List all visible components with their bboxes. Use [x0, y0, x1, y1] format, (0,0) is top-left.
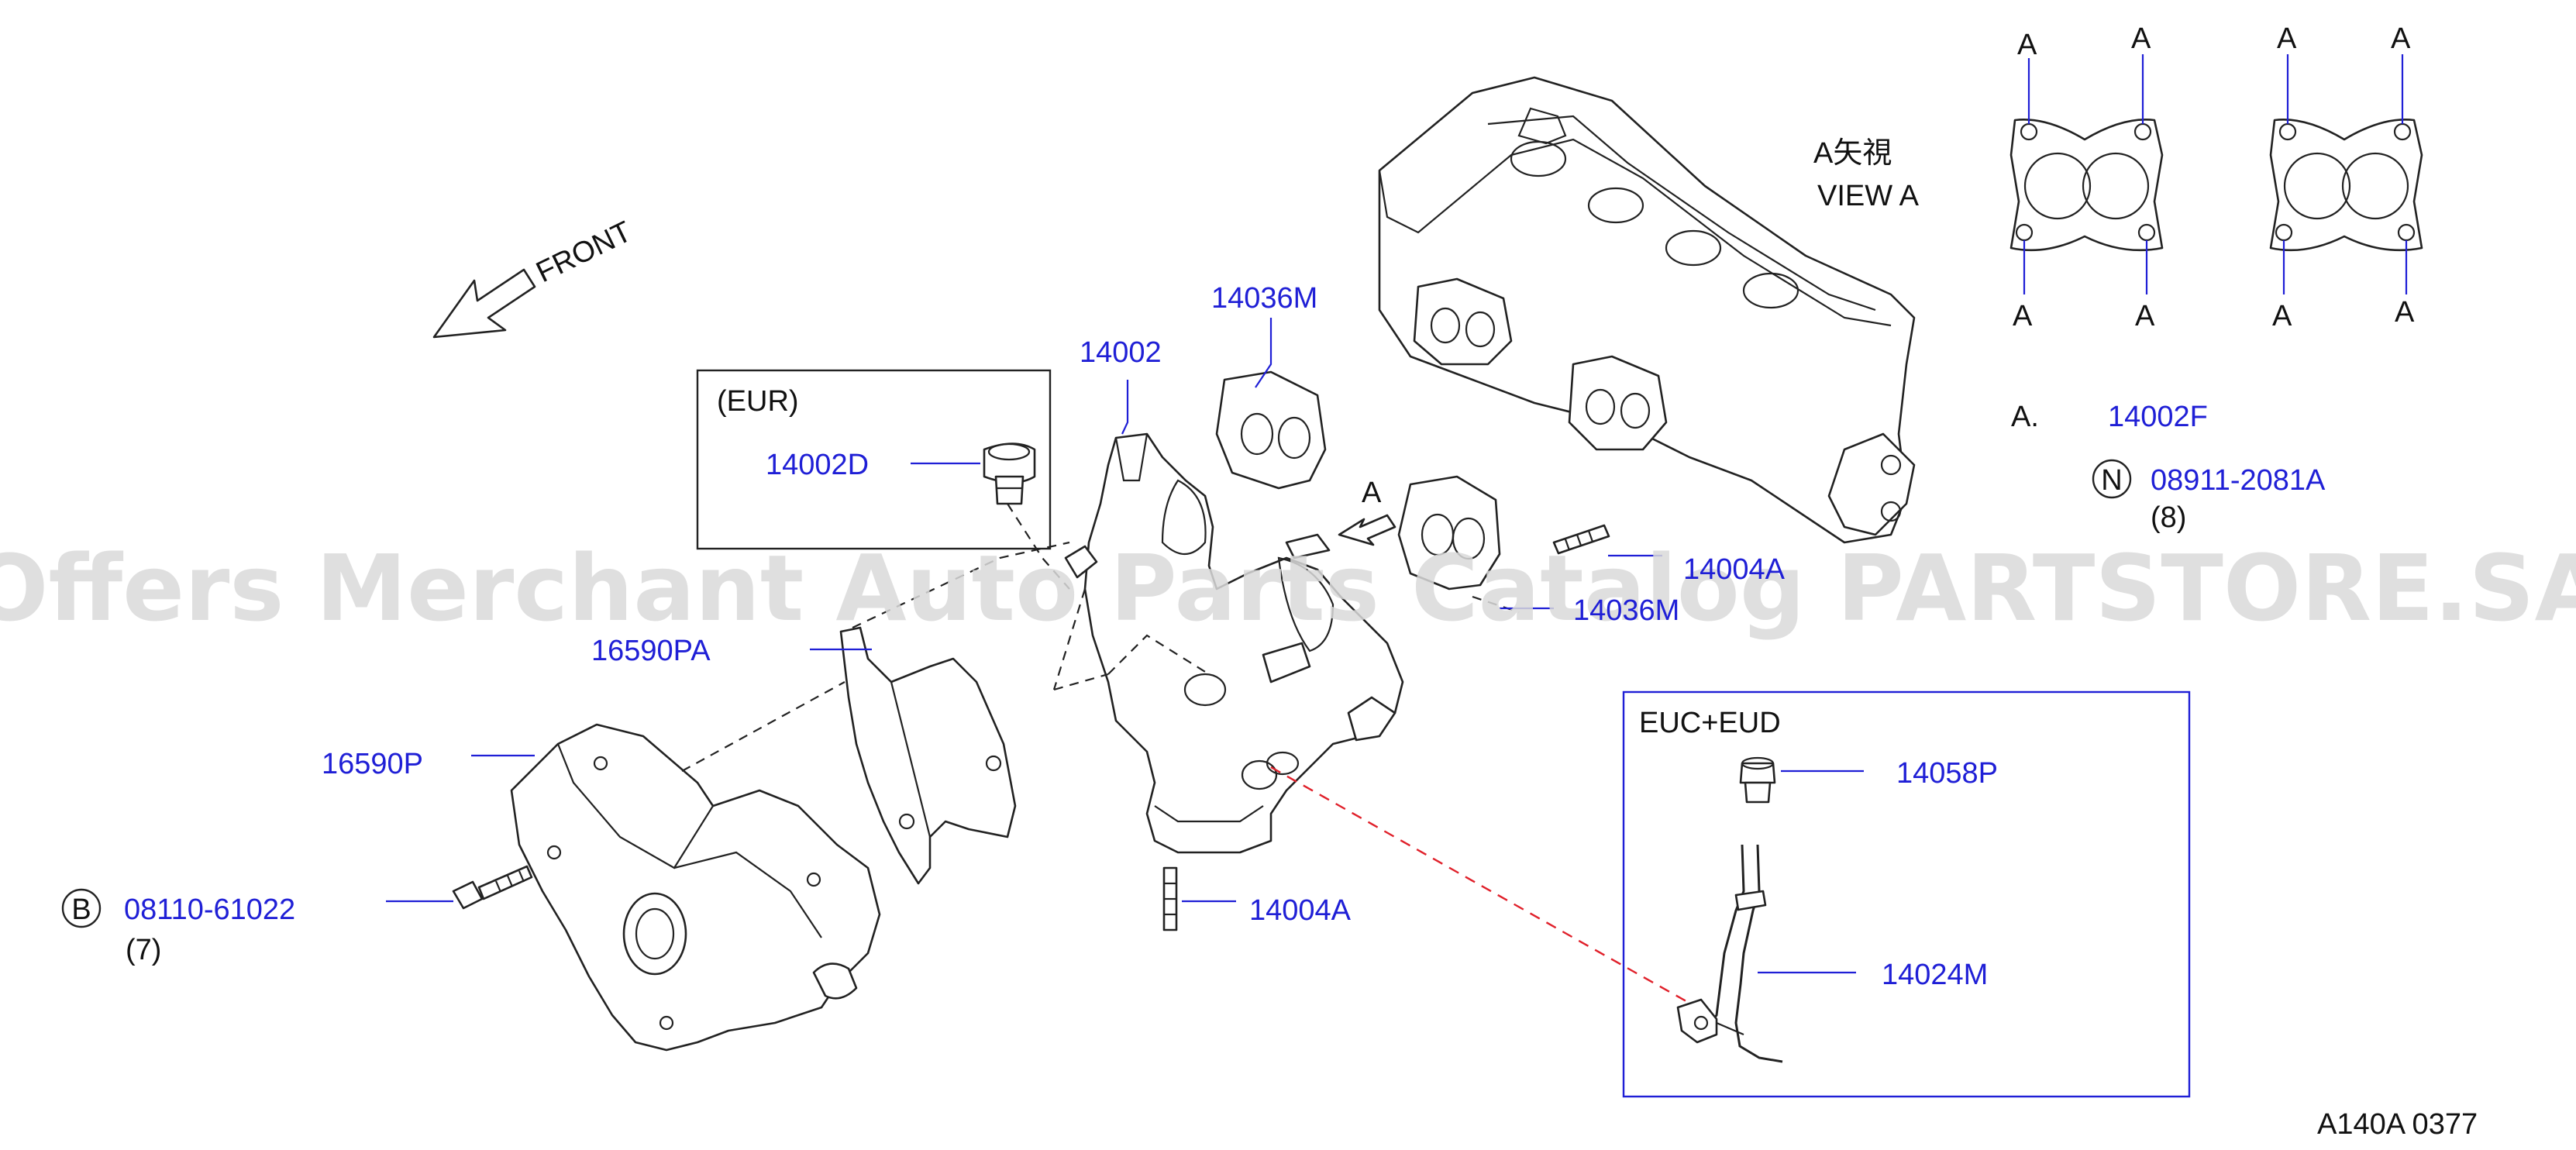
hole-label-a-2: A — [2131, 22, 2151, 55]
b-marker-circle — [61, 888, 102, 928]
part-quantity-08110: (7) — [126, 934, 161, 966]
view-a-label-en: VIEW A — [1817, 180, 1920, 212]
hole-label-a-6: A — [2391, 22, 2411, 55]
view-a-arrow-icon — [1338, 514, 1396, 546]
hole-label-a-4: A — [2135, 300, 2155, 332]
part-number-14036M-top[interactable]: 14036M — [1211, 282, 1317, 315]
exhaust-manifold-14002 — [1064, 432, 1404, 854]
hole-label-a-8: A — [2395, 296, 2415, 329]
stud-a-label: A. — [2011, 401, 2039, 433]
part-number-14004A-bottom[interactable]: 14004A — [1249, 894, 1352, 927]
plug-14058P — [1739, 756, 1776, 804]
eur-box-title: (EUR) — [717, 385, 799, 418]
hole-label-a-1: A — [2017, 29, 2037, 61]
part-number-08110-61022[interactable]: 08110-61022 — [124, 893, 295, 926]
view-a-gasket-left — [2009, 54, 2164, 294]
diagram-code: A140A 0377 — [2317, 1108, 2478, 1141]
part-number-14002[interactable]: 14002 — [1080, 336, 1162, 369]
euc-eud-box-title: EUC+EUD — [1639, 707, 1781, 739]
view-arrow-label: A — [1362, 477, 1382, 509]
front-label: FRONT — [532, 215, 637, 289]
part-number-16590PA[interactable]: 16590PA — [591, 635, 711, 667]
eur-box — [696, 369, 1052, 550]
hole-label-a-7: A — [2272, 300, 2292, 332]
heat-insulator-16590P — [510, 723, 881, 1052]
part-quantity-08911: (8) — [2151, 501, 2186, 534]
view-a-gasket-right — [2269, 54, 2423, 294]
b-marker: B — [71, 893, 91, 926]
bolt-08110-61022 — [452, 865, 533, 910]
front-arrow-icon — [432, 268, 536, 339]
gasket-14036M-upper — [1215, 370, 1327, 490]
n-marker: N — [2101, 464, 2122, 497]
hole-label-a-3: A — [2013, 300, 2033, 332]
cylinder-head — [1378, 76, 1916, 544]
plug-14002D — [983, 442, 1036, 505]
n-marker-circle — [2092, 459, 2132, 499]
heat-insulator-16590PA — [839, 626, 1017, 885]
hole-label-a-5: A — [2277, 22, 2297, 55]
watermark-text: Offers Merchant Auto Parts Catalog PARTS… — [0, 535, 2576, 642]
part-number-14024M[interactable]: 14024M — [1882, 959, 1988, 991]
part-number-14036M-right[interactable]: 14036M — [1573, 594, 1679, 627]
tube-14024M — [1676, 844, 1783, 1063]
stud-14004A-right — [1552, 524, 1610, 555]
part-number-14002F[interactable]: 14002F — [2108, 401, 2208, 433]
gasket-14036M-lower — [1397, 475, 1501, 590]
euc-eud-box — [1622, 690, 2191, 1098]
stud-14004A-bottom — [1162, 866, 1178, 931]
part-number-16590P[interactable]: 16590P — [322, 748, 423, 780]
part-number-14004A-right[interactable]: 14004A — [1683, 553, 1786, 586]
part-number-14058P[interactable]: 14058P — [1896, 757, 1998, 790]
part-number-14002D[interactable]: 14002D — [766, 449, 869, 481]
view-a-label-jp: A矢視 — [1813, 137, 1892, 170]
part-number-08911-2081A[interactable]: 08911-2081A — [2151, 464, 2326, 497]
